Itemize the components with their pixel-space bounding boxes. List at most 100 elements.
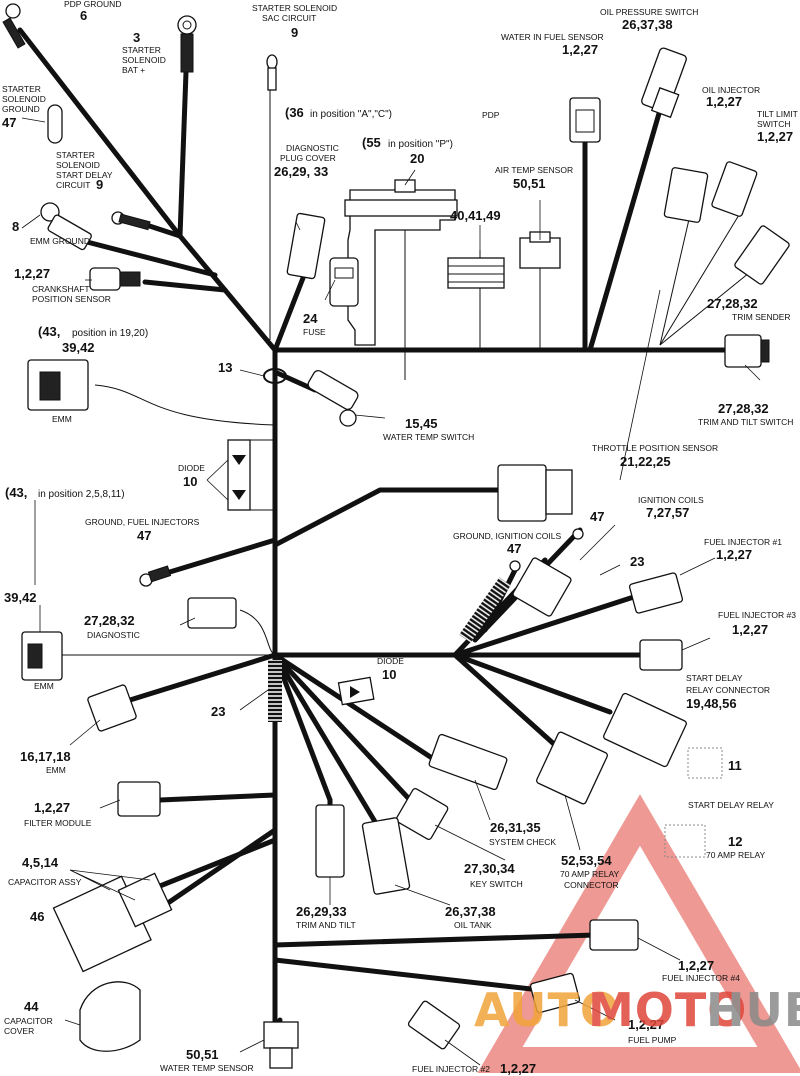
amp70-relay xyxy=(664,824,706,858)
convoluted-tubing xyxy=(268,577,511,722)
label-key-switch: KEY SWITCH xyxy=(470,879,523,889)
trim-sender-connector xyxy=(734,225,790,285)
label-pdp-ground-num: 6 xyxy=(80,8,87,23)
diode-low xyxy=(337,676,375,706)
watermark-auto: AUTO xyxy=(474,983,620,1037)
label-cap-cover-num: 44 xyxy=(24,999,39,1014)
label-water-temp-switch-num: 15,45 xyxy=(405,416,438,431)
label-cap-cover-1: CAPACITOR xyxy=(4,1016,53,1026)
watermark-text: AUTO MOTO HUB xyxy=(474,983,800,1037)
label-fi3-num: 1,2,27 xyxy=(732,622,768,637)
label-wts-num: 50,51 xyxy=(186,1047,219,1062)
label-oil-tank-num: 26,37,38 xyxy=(445,904,496,919)
label-gnd-ign-num-top: 47 xyxy=(590,509,604,524)
label-air-temp-num: 50,51 xyxy=(513,176,546,191)
label-cap46: 46 xyxy=(30,909,44,924)
label-system-check-num: 26,31,35 xyxy=(490,820,541,835)
label-fuse-num: 24 xyxy=(303,311,318,326)
label-key-switch-num: 27,30,34 xyxy=(464,861,515,876)
label-pos2581-num: (43, xyxy=(5,485,27,500)
label-conn70-1: 70 AMP RELAY xyxy=(560,869,620,879)
trim-tilt-connector xyxy=(315,804,345,878)
label-fi4: FUEL INJECTOR #4 xyxy=(662,973,740,983)
label-oil-pressure-num: 26,37,38 xyxy=(622,17,673,32)
label-sdr-num: 11 xyxy=(728,758,742,773)
tilt-limit-switch-connector xyxy=(711,161,758,217)
label-emm-mid: EMM xyxy=(34,681,54,691)
capacitor-assy xyxy=(52,872,173,973)
label-fi3: FUEL INJECTOR #3 xyxy=(718,610,796,620)
fuse-holder xyxy=(329,257,359,307)
label-emm-low: EMM xyxy=(46,765,66,775)
label-ssg-2: SOLENOID xyxy=(2,94,46,104)
label-pdp-ground: PDP GROUND xyxy=(64,0,121,9)
label-ssg-num: 47 xyxy=(2,115,16,130)
label-gnd-fuel: GROUND, FUEL INJECTORS xyxy=(85,517,200,527)
label-cap-assy: CAPACITOR ASSY xyxy=(8,877,82,887)
label-crank-1: CRANKSHAFT xyxy=(32,284,90,294)
pdp-connector-group xyxy=(447,257,505,289)
label-trim-tilt-switch-num: 27,28,32 xyxy=(718,401,769,416)
label-fi1-num: 1,2,27 xyxy=(716,547,752,562)
label-pos1920-num: (43, xyxy=(38,324,60,339)
fuel-pump-connector xyxy=(529,972,581,1014)
label-gnd-fuel-num: 47 xyxy=(137,528,151,543)
label-cap-assy-num: 4,5,14 xyxy=(22,855,59,870)
diode-top xyxy=(227,439,251,511)
label-pos-p-num: (55 xyxy=(362,135,381,150)
label-fuel-pump: FUEL PUMP xyxy=(628,1035,677,1045)
label-pdp: PDP xyxy=(482,110,500,120)
sac-circuit-terminal xyxy=(266,54,278,91)
label-emm-ground-num: 8 xyxy=(12,219,19,234)
ignition-coils-connector xyxy=(512,528,584,617)
label-tilt-limit-2: SWITCH xyxy=(757,119,791,129)
label-fi1: FUEL INJECTOR #1 xyxy=(704,537,782,547)
water-in-fuel-sensor xyxy=(569,97,601,143)
throttle-position-sensor xyxy=(497,464,573,522)
label-air-temp: AIR TEMP SENSOR xyxy=(495,165,573,175)
label-trim-sender: TRIM SENDER xyxy=(732,312,791,322)
label-start-delay-conn-2: RELAY CONNECTOR xyxy=(686,685,770,695)
label-water-fuel-num: 1,2,27 xyxy=(562,42,598,57)
label-ign-coils-num: 7,27,57 xyxy=(646,505,689,520)
label-oil-injector-num: 1,2,27 xyxy=(706,94,742,109)
label-fi4-num: 1,2,27 xyxy=(678,958,714,973)
emm-connector-top xyxy=(27,359,89,411)
capacitor-cover xyxy=(79,981,141,1052)
label-diag-cover-num: 26,29, 33 xyxy=(274,164,328,179)
label-amp70-num: 12 xyxy=(728,834,742,849)
start-delay-relay-connector xyxy=(603,692,687,768)
label-start-delay-conn-1: START DELAY xyxy=(686,673,743,683)
pdp-box xyxy=(344,179,458,346)
label-pos1920-text: position in 19,20) xyxy=(72,328,148,339)
key-switch-connector xyxy=(395,787,449,841)
label-fuel-pump-num: 1,2,27 xyxy=(628,1017,664,1032)
fuel-injector-2 xyxy=(407,1000,461,1050)
label-throttle-num: 21,22,25 xyxy=(620,454,671,469)
oil-injector-connector xyxy=(663,167,709,223)
watermark-triangle xyxy=(477,794,800,1073)
fuel-injector-1 xyxy=(628,572,684,614)
label-conn70-num: 52,53,54 xyxy=(561,853,612,868)
label-diode-low-num: 10 xyxy=(382,667,396,682)
label-starter-bat-1: STARTER xyxy=(122,45,161,55)
label-wts: WATER TEMP SENSOR xyxy=(160,1063,254,1073)
water-temp-switch xyxy=(307,370,359,427)
label-pdp-num: 20 xyxy=(410,151,424,166)
ground-fuel-injectors-terminal xyxy=(139,565,172,587)
diagnostic-plug-cover xyxy=(286,212,326,280)
label-system-check: SYSTEM CHECK xyxy=(489,837,556,847)
label-emm-mid-num: 39,42 xyxy=(4,590,37,605)
label-ssdc-4: CIRCUIT xyxy=(56,180,90,190)
label-ssdc-1: STARTER xyxy=(56,150,95,160)
emm-connector-mid xyxy=(21,631,63,681)
label-diag-cover-1: DIAGNOSTIC xyxy=(286,143,339,153)
label-starter-bat-3: BAT + xyxy=(122,65,145,75)
label-emm-top: EMM xyxy=(52,414,72,424)
fuel-injector-4 xyxy=(589,919,639,951)
label-sac-1: STARTER SOLENOID xyxy=(252,3,337,13)
diagnostic-connector xyxy=(187,597,237,629)
start-delay-relay xyxy=(687,747,723,779)
